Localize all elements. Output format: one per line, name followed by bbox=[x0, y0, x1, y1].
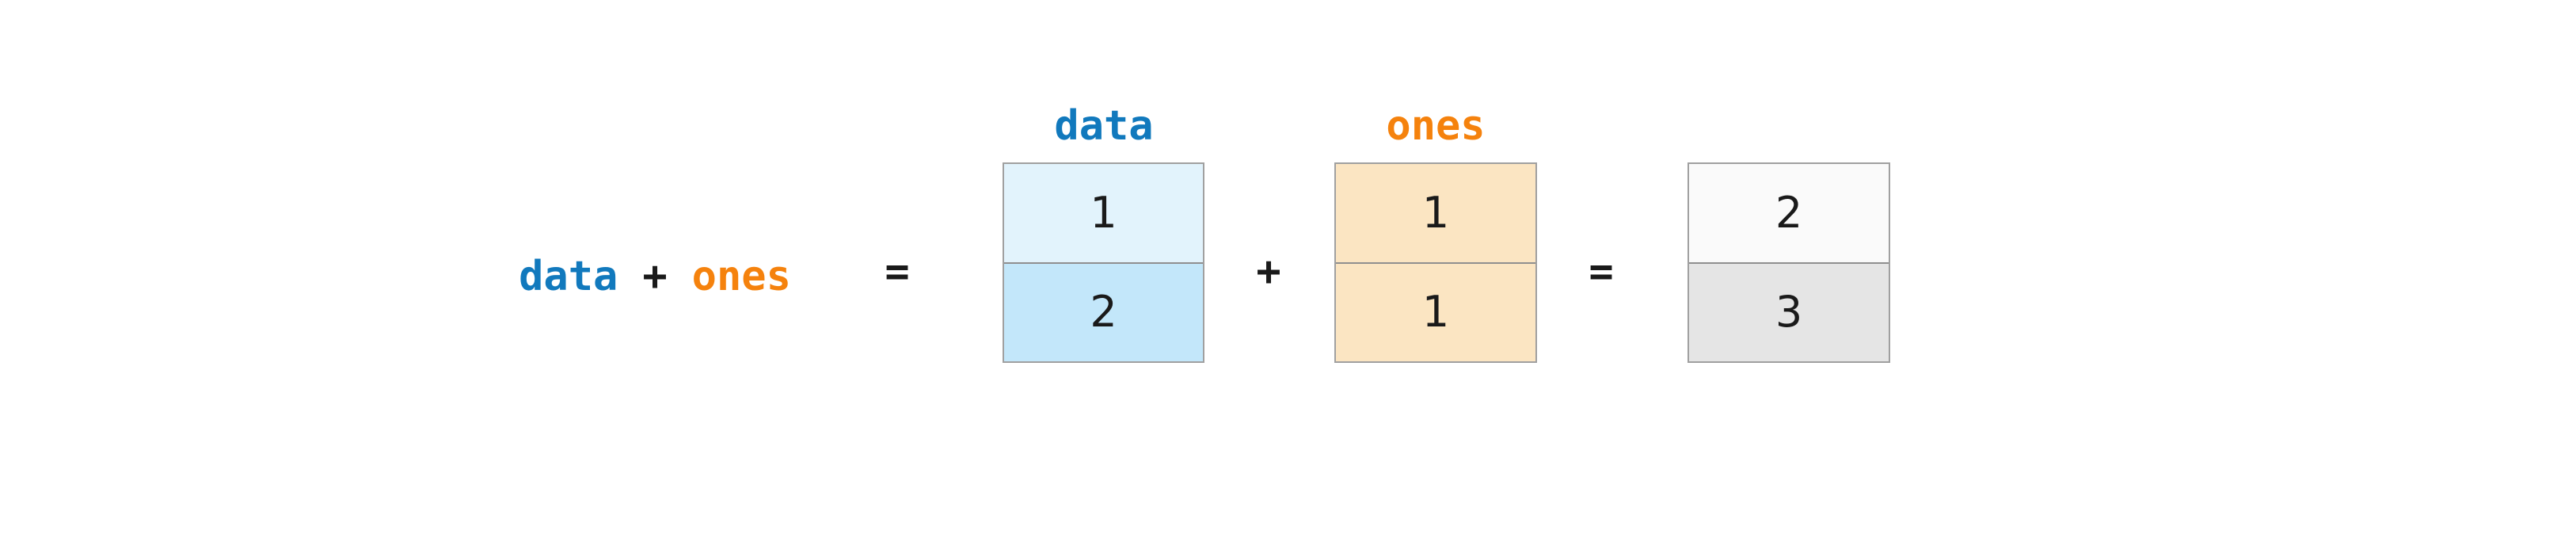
equals-sign-2: = bbox=[1589, 248, 1614, 296]
ones-tensor-label: ones bbox=[1386, 102, 1486, 150]
data-cell-0: 1 bbox=[1004, 164, 1203, 262]
result-tensor-box: 2 3 bbox=[1688, 162, 1890, 363]
ones-cell-0: 1 bbox=[1336, 164, 1535, 262]
expression-plus-sign: + bbox=[642, 253, 668, 300]
expression-ones-text: ones bbox=[691, 253, 791, 300]
plus-sign: + bbox=[1256, 248, 1281, 296]
data-tensor-label: data bbox=[1054, 102, 1154, 150]
expression: data + ones bbox=[519, 256, 791, 297]
result-cell-1: 3 bbox=[1689, 261, 1889, 361]
ones-tensor-box: 1 1 bbox=[1334, 162, 1537, 363]
data-tensor-box: 1 2 bbox=[1003, 162, 1204, 363]
result-cell-0: 2 bbox=[1689, 164, 1889, 262]
expression-data-text: data bbox=[519, 253, 618, 300]
equals-sign-1: = bbox=[885, 248, 910, 296]
data-cell-1: 2 bbox=[1004, 261, 1203, 361]
ones-cell-1: 1 bbox=[1336, 261, 1535, 361]
